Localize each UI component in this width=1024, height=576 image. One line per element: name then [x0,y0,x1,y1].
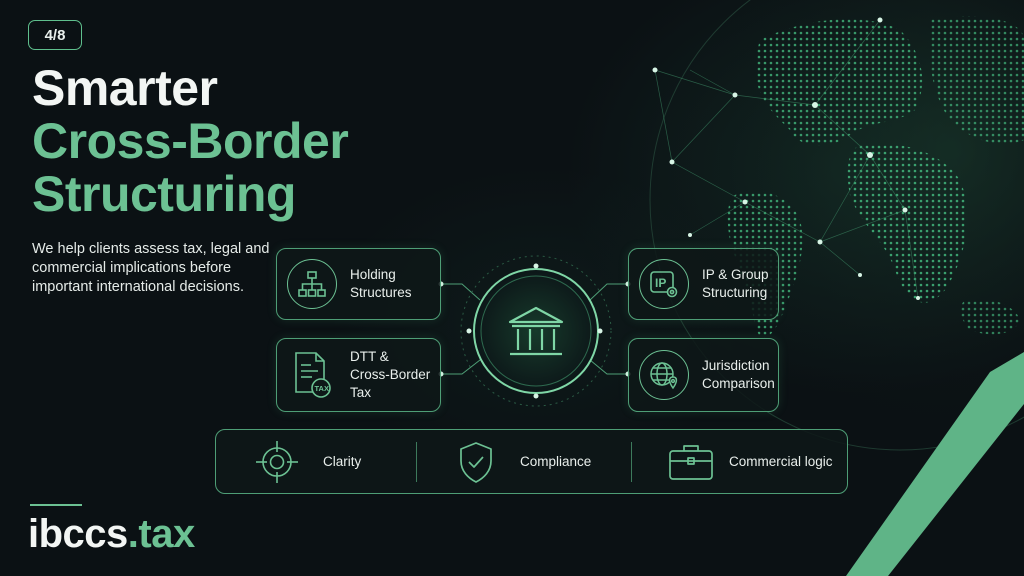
feature-label: Commercial logic [729,454,833,469]
tax-document-icon: TAX [287,350,337,400]
title-line-3: Structuring [32,166,296,222]
title-line-2: Cross-Border [32,113,349,169]
feature-clarity: Clarity [254,430,361,493]
service-card-jurisdiction-comparison: Jurisdiction Comparison [628,338,779,412]
page-counter-badge: 4/8 [28,20,82,50]
globe-pin-icon [639,350,689,400]
ip-gear-icon: IP [639,259,689,309]
target-icon [256,440,298,483]
logo-suffix: .tax [127,512,195,556]
svg-text:IP: IP [655,276,666,290]
feature-divider [631,442,632,482]
bank-building-icon [508,306,564,356]
feature-divider [416,442,417,482]
title-line-1: Smarter [32,60,218,116]
page-title: Smarter Cross-Border Structuring [32,60,349,222]
service-label: IP & Group Structuring [702,267,769,300]
logo-main: ibccs [28,512,128,556]
brand-logo: ibccs.tax [28,512,195,557]
service-label: Jurisdiction Comparison [702,358,775,391]
features-bar: Clarity Compliance Commercial logic [215,429,848,494]
service-label: DTT & Cross-Border Tax [350,349,431,400]
service-card-ip-group-structuring: IP IP & Group Structuring [628,248,779,320]
org-chart-icon [287,259,337,309]
service-card-holding-structures: Holding Structures [276,248,441,320]
feature-label: Clarity [323,454,362,469]
svg-text:TAX: TAX [315,384,329,393]
service-label: Holding Structures [350,267,412,300]
feature-label: Compliance [520,454,592,469]
subtitle: We help clients assess tax, legal and co… [32,241,270,295]
shield-check-icon [460,441,492,483]
feature-commercial-logic: Commercial logic [667,430,833,493]
service-card-dtt-cross-border-tax: TAX DTT & Cross-Border Tax [276,338,441,412]
feature-compliance: Compliance [456,430,591,493]
briefcase-icon [669,444,713,480]
logo-accent-line [30,504,82,506]
